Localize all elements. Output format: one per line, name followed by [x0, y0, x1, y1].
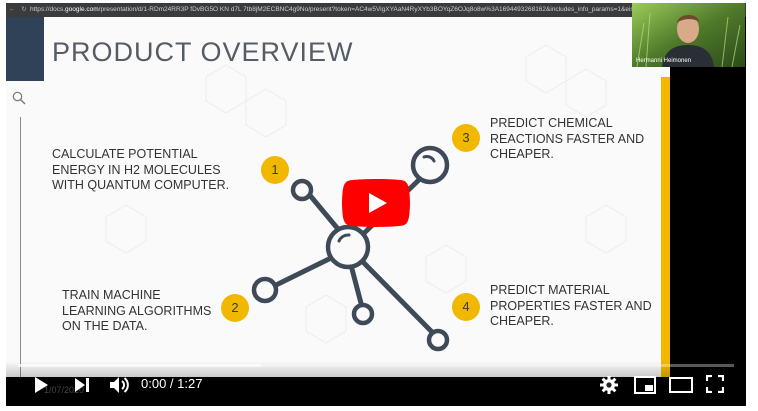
item-1-line-1: CALCULATE POTENTIAL	[52, 147, 198, 161]
item-4-line-1: PREDICT MATERIAL	[490, 283, 610, 297]
controls-gradient	[6, 361, 746, 406]
hexagon-background	[105, 44, 627, 344]
volume-icon[interactable]	[109, 375, 131, 395]
item-4-badge: 4	[452, 293, 480, 321]
person-face	[677, 15, 699, 43]
item-3-text: PREDICT CHEMICAL REACTIONS FASTER AND CH…	[490, 116, 644, 163]
url-domain: google.com	[65, 6, 99, 13]
item-2-line-1: TRAIN MACHINE	[62, 288, 161, 302]
item-1-badge: 1	[261, 156, 289, 184]
youtube-play-button[interactable]	[342, 179, 410, 227]
left-divider	[20, 117, 21, 377]
next-icon[interactable]	[74, 377, 90, 393]
play-icon[interactable]	[32, 376, 50, 394]
time-total: 1:27	[177, 376, 203, 391]
search-icon[interactable]	[12, 91, 26, 105]
item-1-line-3: WITH QUANTUM COMPUTER.	[52, 178, 230, 192]
progress-bar[interactable]	[18, 364, 734, 367]
item-3-line-2: REACTIONS FASTER AND	[490, 131, 645, 146]
time-current: 0:00	[141, 376, 167, 391]
video-player[interactable]: ← ↻https://docs.google.com/presentation/d…	[6, 3, 746, 406]
time-display: 0:00 / 1:27	[141, 376, 202, 391]
theater-icon[interactable]	[669, 377, 693, 393]
progress-buffered	[18, 364, 262, 367]
webcam-video	[632, 3, 745, 67]
item-3-badge: 3	[452, 124, 480, 152]
slide-title: PRODUCT OVERVIEW	[52, 37, 354, 67]
title-accent-band	[6, 17, 44, 81]
person-shirt	[662, 45, 714, 67]
time-separator: /	[166, 376, 178, 391]
item-3-line-3: CHEAPER.	[490, 147, 554, 161]
settings-icon[interactable]	[599, 375, 619, 395]
item-2-line-2: LEARNING ALGORITHMS	[62, 303, 212, 318]
item-2-text: TRAIN MACHINE LEARNING ALGORITHMS ON THE…	[62, 288, 211, 335]
slide-date: 1/07/2020	[44, 385, 85, 395]
url-prefix: https://docs.	[30, 6, 66, 13]
item-3-line-1: PREDICT CHEMICAL	[490, 116, 613, 130]
miniplayer-icon[interactable]	[634, 376, 656, 394]
participant-name: Hermanni Heimonen	[636, 58, 692, 64]
browser-url-bar: ← ↻https://docs.google.com/presentation/d…	[6, 3, 746, 17]
item-4-text: PREDICT MATERIAL PROPERTIES FASTER AND C…	[490, 283, 652, 330]
item-1-text: CALCULATE POTENTIAL ENERGY IN H2 MOLECUL…	[52, 147, 229, 194]
play-triangle-icon	[369, 193, 387, 213]
back-icon: ←	[8, 6, 16, 13]
molecule-diagram	[251, 145, 450, 352]
presentation-slide: PRODUCT OVERVIEW	[6, 17, 670, 377]
webcam-overlay: Hermanni Heimonen	[632, 3, 745, 67]
item-4-line-2: PROPERTIES FASTER AND	[490, 298, 652, 313]
reload-icon: ↻	[21, 6, 27, 13]
slide-accent-bar	[661, 77, 670, 377]
fullscreen-icon[interactable]	[706, 375, 724, 393]
item-2-badge: 2	[221, 294, 249, 322]
letterbox-right	[670, 17, 746, 377]
url-rest: /presentation/d/1-RDm24RR3P fDvBG5O KN d…	[98, 6, 704, 13]
item-1-line-2: ENERGY IN H2 MOLECULES	[52, 162, 221, 177]
item-2-line-3: ON THE DATA.	[62, 319, 148, 333]
item-4-line-3: CHEAPER.	[490, 314, 554, 328]
